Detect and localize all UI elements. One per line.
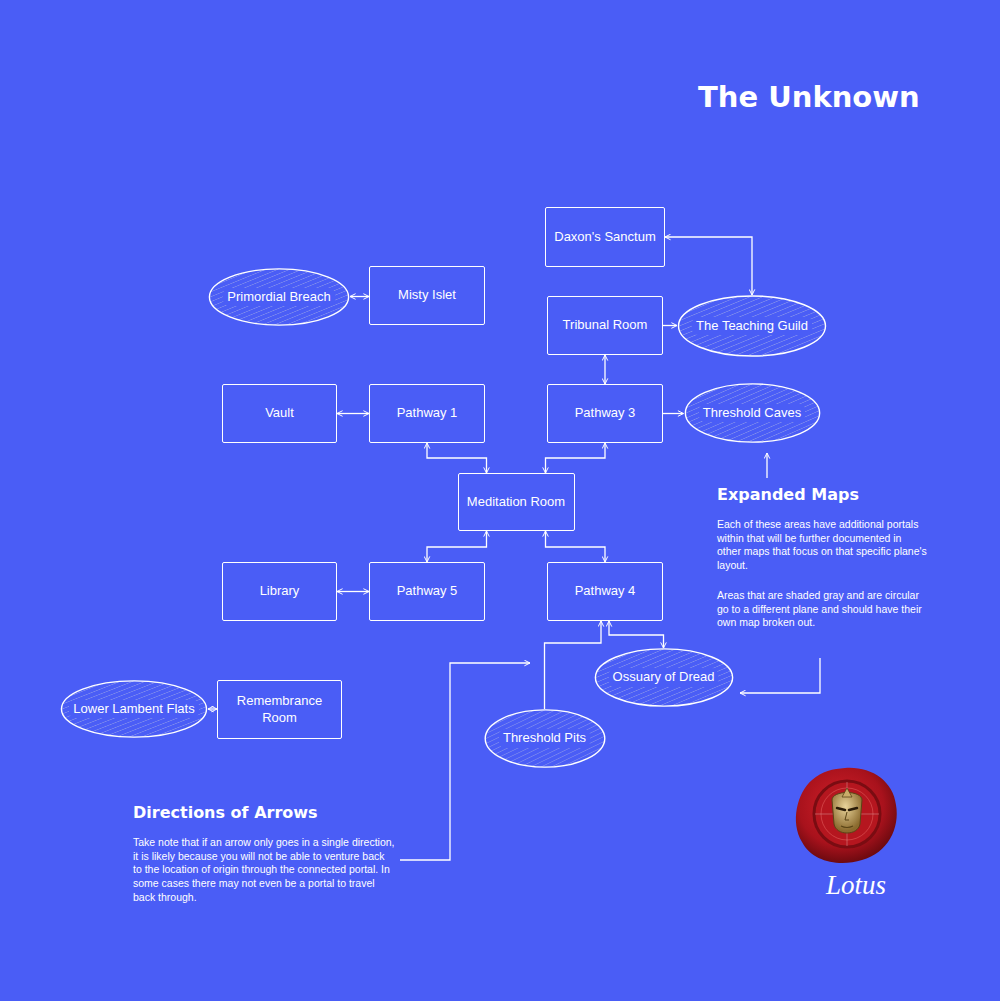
- portal-connector: [665, 237, 752, 295]
- node-label: Pathway 4: [572, 583, 639, 599]
- portal-connector: [427, 531, 487, 562]
- note-body: Areas that are shaded gray and are circu…: [717, 589, 927, 630]
- room-box: Tribunal Room: [547, 296, 663, 355]
- wax-seal: [796, 768, 897, 863]
- leader-line: [740, 658, 820, 693]
- node-label: Primordial Breach: [223, 288, 334, 306]
- diagram-title: The Unknown: [698, 80, 920, 114]
- node-label: Meditation Room: [464, 494, 568, 510]
- portal-ellipse: The Teaching Guild: [677, 295, 827, 357]
- signature: Lotus: [826, 870, 886, 901]
- node-label: Misty Islet: [395, 287, 459, 303]
- portal-connector: [427, 443, 487, 473]
- portal-ellipse: Ossuary of Dread: [594, 648, 734, 707]
- room-box: Pathway 3: [547, 384, 663, 443]
- node-label: Threshold Pits: [499, 729, 590, 747]
- node-label: Threshold Caves: [699, 404, 805, 422]
- portal-connector: [609, 621, 664, 648]
- note-body: Each of these areas have additional port…: [717, 518, 927, 573]
- portal-connector: [545, 621, 602, 709]
- portal-connector: [546, 443, 606, 473]
- portal-ellipse: Lower Lambent Flats: [60, 680, 208, 738]
- node-label: Pathway 1: [394, 405, 461, 421]
- portal-connector: [546, 531, 606, 562]
- portal-ellipse: Threshold Pits: [484, 709, 606, 768]
- room-box: Remembrance Room: [217, 680, 342, 739]
- note-heading: Expanded Maps: [717, 485, 859, 504]
- room-box: Daxon's Sanctum: [545, 207, 665, 267]
- leader-line: [766, 453, 767, 478]
- node-label: Daxon's Sanctum: [551, 229, 658, 245]
- node-label: Tribunal Room: [560, 317, 651, 333]
- room-box: Pathway 1: [369, 384, 485, 443]
- node-label: Pathway 5: [394, 583, 461, 599]
- room-box: Misty Islet: [369, 266, 485, 325]
- node-label: Pathway 3: [572, 405, 639, 421]
- room-box: Meditation Room: [458, 473, 575, 531]
- portal-connector: [350, 296, 369, 297]
- note-heading: Directions of Arrows: [133, 803, 318, 822]
- room-box: Library: [222, 562, 337, 621]
- node-label: Ossuary of Dread: [609, 668, 719, 686]
- portal-connector: [208, 708, 217, 709]
- portal-connector: [663, 325, 677, 326]
- node-label: Library: [257, 583, 303, 599]
- portal-ellipse: Threshold Caves: [684, 383, 821, 443]
- node-label: Vault: [262, 405, 297, 421]
- portal-ellipse: Primordial Breach: [208, 268, 350, 326]
- node-label: Remembrance Room: [218, 693, 341, 726]
- node-label: Lower Lambent Flats: [69, 700, 198, 718]
- portal-connector: [337, 591, 369, 592]
- portal-connector: [663, 413, 684, 414]
- room-box: Vault: [222, 384, 337, 443]
- room-box: Pathway 4: [547, 562, 663, 621]
- portal-connector: [337, 413, 369, 414]
- node-label: The Teaching Guild: [692, 317, 812, 335]
- portal-connector: [604, 355, 605, 384]
- note-body: Take note that if an arrow only goes in …: [133, 836, 395, 904]
- room-box: Pathway 5: [369, 562, 485, 621]
